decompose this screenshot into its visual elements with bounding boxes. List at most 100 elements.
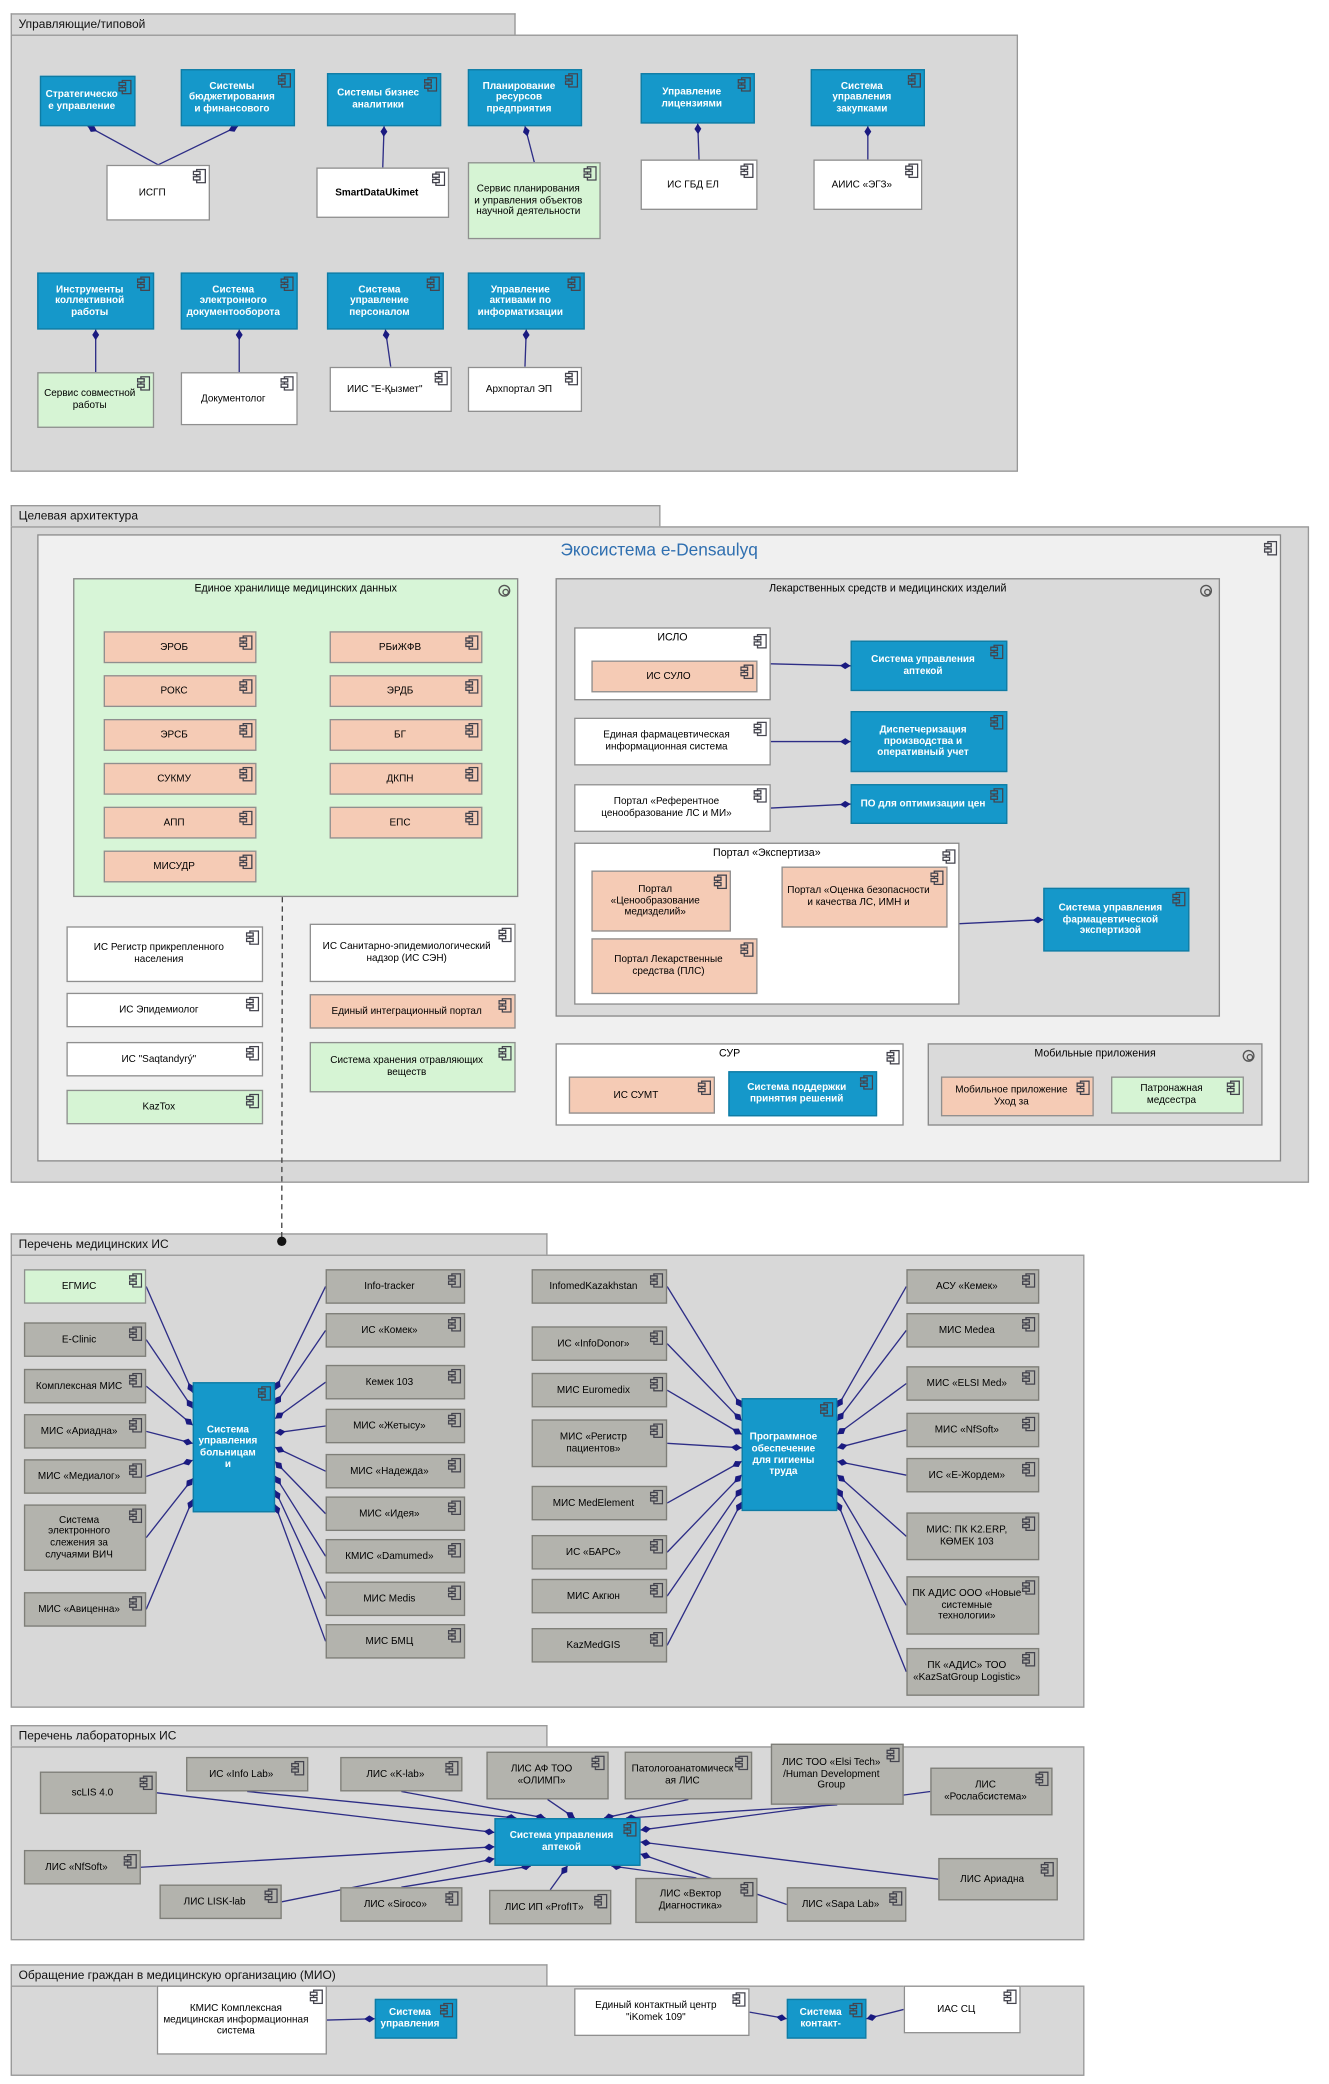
node-erdb[interactable]: ЭРДБ — [329, 675, 483, 708]
node-l_klab[interactable]: ЛИС «K-lab» — [340, 1756, 463, 1792]
node-misudr[interactable]: МИСУДР — [103, 850, 257, 883]
node-m_adistoo[interactable]: ПК «АДИС» ТОО «KazSatGroup Logistic» — [906, 1647, 1040, 1696]
node-bgn[interactable]: БГ — [329, 718, 483, 751]
node-m_nadezhda[interactable]: МИС «Надежда» — [325, 1453, 466, 1489]
node-w9[interactable]: Архпортал ЭП — [467, 366, 583, 412]
node-ias[interactable]: ИАС СЦ — [903, 1985, 1021, 2034]
node-w7[interactable]: Документолог — [180, 372, 298, 426]
node-b9[interactable]: Система управление персоналом — [326, 272, 444, 330]
node-l_roslab[interactable]: ЛИС «Рослабсистема» — [930, 1767, 1053, 1816]
node-sen[interactable]: ИС Санитарно-эпидемиологический надзор (… — [309, 923, 516, 983]
node-m_medis[interactable]: МИС Medis — [325, 1581, 466, 1617]
node-sumt[interactable]: ИС СУМТ — [568, 1076, 716, 1114]
node-m_medea[interactable]: МИС Medea — [906, 1313, 1040, 1348]
node-m_asukomek[interactable]: АСУ «Кемек» — [906, 1269, 1040, 1304]
node-m_ariadna[interactable]: МИС «Ариадна» — [23, 1414, 147, 1449]
node-roks[interactable]: РОКС — [103, 675, 257, 708]
node-reg[interactable]: ИС Регистр прикрепленного населения — [66, 926, 264, 983]
node-kmis[interactable]: КМИС Комплексная медицинская информацион… — [156, 1985, 327, 2055]
node-m_damumed[interactable]: КМИС «Damumed» — [325, 1538, 466, 1574]
node-l_sapa[interactable]: ЛИС «Sapa Lab» — [786, 1887, 907, 1922]
node-l_patolog[interactable]: Патологоанатомическая ЛИС — [624, 1751, 753, 1800]
node-ekc[interactable]: Единый контактный центр "iKomek 109" — [574, 1988, 750, 2037]
node-app[interactable]: АПП — [103, 806, 257, 839]
node-m_ezhordem[interactable]: ИС «Е-Жордем» — [906, 1457, 1040, 1493]
node-w4[interactable]: ИС ГБД ЕЛ — [640, 159, 758, 210]
node-pc2[interactable]: Портал «Оценка безопасности и качества Л… — [781, 866, 948, 928]
node-m_egmis[interactable]: ЕГМИС — [23, 1269, 147, 1304]
node-kaztox[interactable]: KazTox — [66, 1089, 264, 1125]
node-mob1[interactable]: Мобильное приложение Уход за — [940, 1076, 1094, 1117]
node-ersb[interactable]: ЭРСБ — [103, 718, 257, 751]
node-l_elsitech[interactable]: ЛИС ТОО «Elsi Tech» /Human Development G… — [770, 1743, 904, 1805]
node-m_adisooo[interactable]: ПК АДИС ООО «Новые системные технологии» — [906, 1576, 1040, 1635]
node-m_medelement[interactable]: МИС MedElement — [531, 1485, 668, 1521]
node-w6[interactable]: Сервис совместной работы — [37, 372, 155, 428]
node-m_infodonor[interactable]: ИС «InfoDonor» — [531, 1326, 668, 1361]
node-m_iskomek[interactable]: ИС «Комек» — [325, 1313, 466, 1348]
node-w5[interactable]: АИИС «ЭГЗ» — [813, 159, 923, 210]
node-sysfarm[interactable]: Система управления фармацевтической эксп… — [1043, 887, 1190, 952]
node-l_siroco[interactable]: ЛИС «Siroco» — [340, 1887, 463, 1922]
node-m_medialog[interactable]: МИС «Медиалог» — [23, 1459, 147, 1494]
node-m_euromedix[interactable]: МИС Euromedix — [531, 1372, 668, 1408]
node-kontakt[interactable]: Система контакт- — [786, 1998, 867, 2039]
node-eip[interactable]: Единый интеграционный портал — [309, 994, 516, 1029]
node-l_lisk[interactable]: ЛИС LISK-lab — [159, 1884, 282, 1920]
node-b2[interactable]: Системы бюджетирования и финансового — [180, 69, 296, 127]
node-m_avicenna[interactable]: МИС «Авиценна» — [23, 1592, 147, 1627]
node-b6[interactable]: Система управления закупками — [810, 69, 925, 127]
node-b1[interactable]: Стратегическое управление — [39, 75, 136, 127]
node-b3[interactable]: Системы бизнес аналитики — [326, 73, 442, 127]
node-rbizhfv[interactable]: РБиЖФВ — [329, 631, 483, 664]
node-sys5[interactable]: Система управления — [374, 1998, 458, 2039]
node-erob[interactable]: ЭРОБ — [103, 631, 257, 664]
node-m_k2erp[interactable]: МИС: ПК K2.ERP, КӨМЕК 103 — [906, 1512, 1040, 1561]
node-dkpn[interactable]: ДКПН — [329, 762, 483, 795]
node-w3[interactable]: Сервис планирования и управления объекто… — [467, 162, 601, 240]
node-m_ideya[interactable]: МИС «Идея» — [325, 1496, 466, 1532]
node-epid[interactable]: ИС Эпидемиолог — [66, 992, 264, 1028]
node-portalref[interactable]: Портал «Референтное ценообразование ЛС и… — [574, 784, 771, 832]
node-l_vektor[interactable]: ЛИС «Вектор Диагностика» — [635, 1877, 758, 1924]
node-w8[interactable]: ИИС "Е-Қызмет" — [329, 366, 452, 412]
node-m_zhetysu[interactable]: МИС «Жетысу» — [325, 1408, 466, 1444]
node-l_infolab[interactable]: ИС «Info Lab» — [186, 1756, 309, 1792]
node-hub4[interactable]: Система управления аптекой — [494, 1818, 641, 1866]
node-b4[interactable]: Планирование ресурсов предприятия — [467, 69, 583, 127]
node-mob2[interactable]: Патронажная медсестра — [1111, 1076, 1244, 1114]
node-b5[interactable]: Управление лицензиями — [640, 73, 755, 124]
node-sppr[interactable]: Система поддержки принятия решений — [728, 1071, 878, 1117]
node-apteka2[interactable]: Система управления аптекой — [850, 640, 1008, 692]
node-m_kazmedgis[interactable]: KazMedGIS — [531, 1628, 668, 1663]
node-m_nfsoft[interactable]: МИС «NfSoft» — [906, 1412, 1040, 1448]
node-hub1[interactable]: Система управления больницами — [192, 1382, 276, 1513]
node-eps[interactable]: ЕПС — [329, 806, 483, 839]
node-saqt[interactable]: ИС "Saqtandyrý" — [66, 1041, 264, 1077]
node-dispatch[interactable]: Диспетчеризация производства и оперативн… — [850, 711, 1008, 773]
node-m_bars[interactable]: ИС «БАРС» — [531, 1534, 668, 1570]
node-pc3[interactable]: Портал Лекарственные средства (ПЛС) — [591, 938, 758, 995]
node-l_sclis[interactable]: scLIS 4.0 — [39, 1771, 157, 1815]
node-m_elsi[interactable]: МИС «ELSI Med» — [906, 1366, 1040, 1401]
node-l_olimp[interactable]: ЛИС АФ ТОО «ОЛИМП» — [486, 1751, 609, 1800]
node-m_vich[interactable]: Система электронного слежения за случаям… — [23, 1504, 147, 1571]
node-l_lariadna[interactable]: ЛИС Ариадна — [938, 1857, 1058, 1901]
node-m_eclinic[interactable]: E-Clinic — [23, 1322, 147, 1357]
node-m_registr[interactable]: МИС «Регистр пациентов» — [531, 1419, 668, 1468]
node-m_infotracker[interactable]: Info-tracker — [325, 1269, 466, 1304]
node-m_infomed[interactable]: InfomedKazakhstan — [531, 1269, 668, 1304]
node-l_nfsoft[interactable]: ЛИС «NfSoft» — [23, 1849, 141, 1885]
node-w1[interactable]: ИСГП — [106, 164, 210, 221]
node-shov[interactable]: Система хранения отравляющих веществ — [309, 1041, 516, 1093]
node-m_kompleks[interactable]: Комплексная МИС — [23, 1368, 147, 1404]
node-m_akgyun[interactable]: МИС Акгюн — [531, 1578, 668, 1614]
node-m_bmc[interactable]: МИС БМЦ — [325, 1624, 466, 1659]
node-m_komek103[interactable]: Кемек 103 — [325, 1364, 466, 1400]
node-efis[interactable]: Единая фармацевтическая информационная с… — [574, 717, 771, 766]
node-b10[interactable]: Управление активами по информатизации — [467, 272, 585, 330]
node-hub2[interactable]: Программное обеспечение для гигиены труд… — [741, 1398, 838, 1512]
node-l_profit[interactable]: ЛИС ИП «ProfIT» — [489, 1889, 612, 1925]
node-sukmu[interactable]: СУКМУ — [103, 762, 257, 795]
node-w2[interactable]: SmartDataUkimet — [316, 167, 450, 218]
